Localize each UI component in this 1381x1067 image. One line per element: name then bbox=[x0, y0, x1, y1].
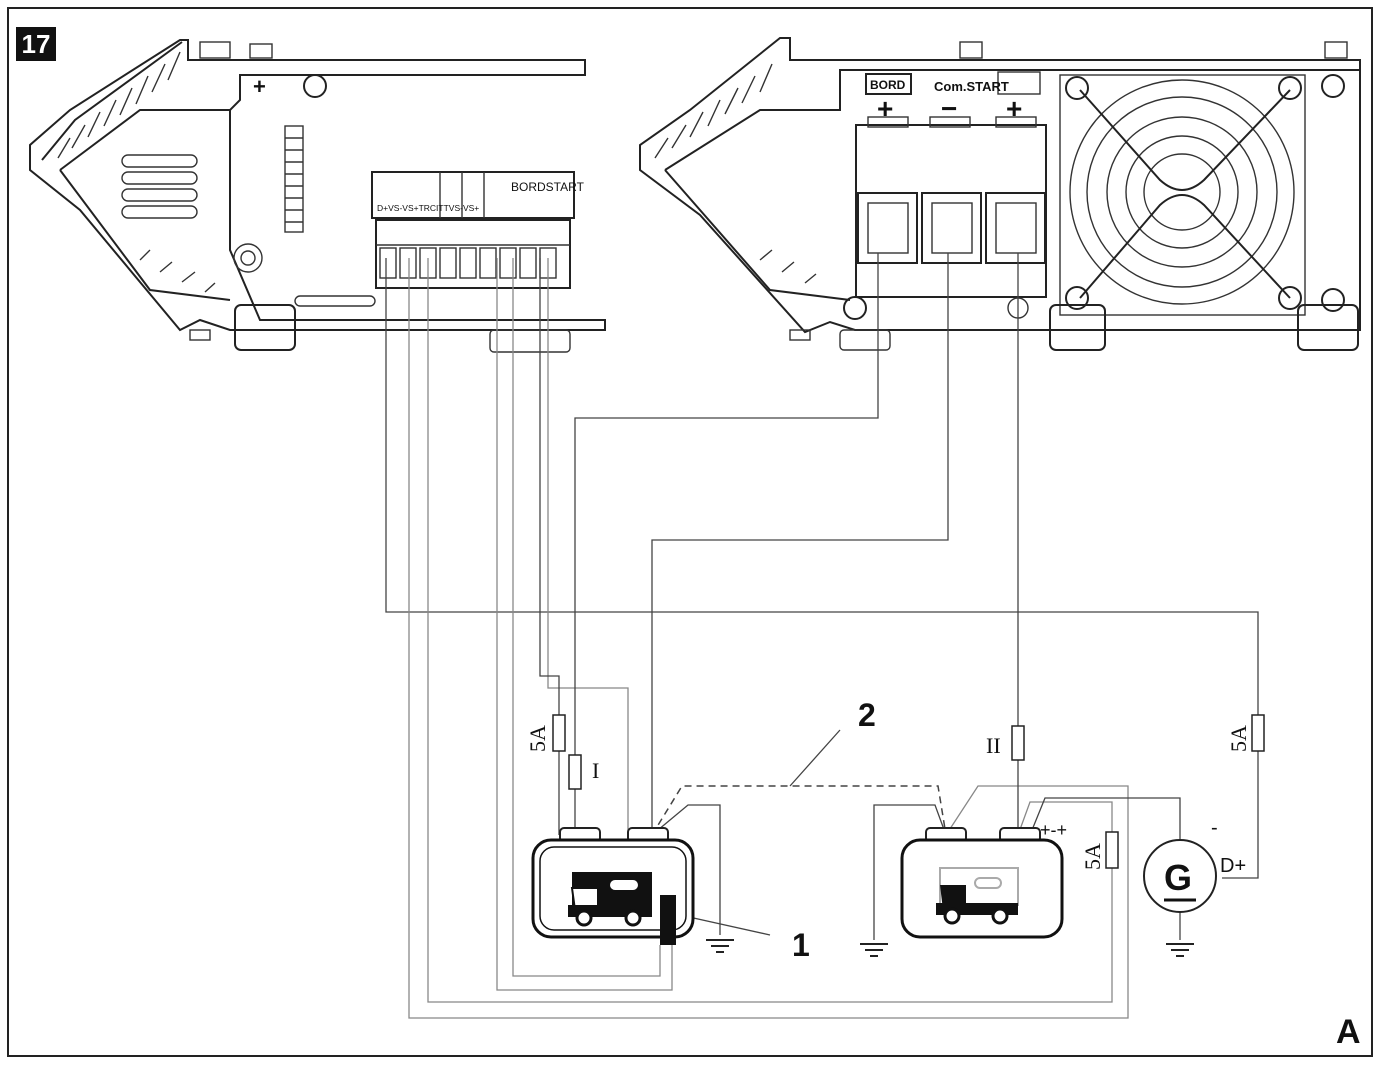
panel-letter: A bbox=[1336, 1013, 1361, 1051]
fuse-i bbox=[568, 754, 582, 790]
fuse-ii bbox=[1011, 725, 1025, 761]
generator-symbol: G bbox=[1164, 857, 1192, 898]
callout-two: 2 bbox=[858, 697, 876, 733]
terminal-plus-bord: + bbox=[877, 93, 893, 124]
bordstart-label: BORDSTART bbox=[511, 180, 585, 194]
fuse-i-label: I bbox=[592, 758, 599, 783]
figure-frame bbox=[7, 7, 1373, 1057]
callout-two-leader bbox=[789, 729, 841, 787]
ground-icon bbox=[860, 943, 888, 957]
generator-dplus: D+ bbox=[1220, 855, 1246, 877]
fuse-mid-label: 5A bbox=[1080, 843, 1105, 870]
figure-number-badge: 17 bbox=[16, 27, 56, 61]
left-plus-sign: + bbox=[253, 74, 266, 99]
ground-icon bbox=[1166, 943, 1194, 957]
fuse-left-5a bbox=[552, 714, 566, 752]
fuses bbox=[552, 714, 1265, 869]
callout-one-leader bbox=[679, 914, 771, 936]
fuse-mid-5a bbox=[1105, 831, 1119, 869]
terminal-plus-start: + bbox=[1006, 93, 1022, 124]
fuse-left-label: 5A bbox=[525, 725, 550, 752]
camper-van-outline-icon bbox=[936, 867, 1019, 925]
callout-one: 1 bbox=[792, 927, 810, 963]
dashed-link bbox=[651, 785, 947, 836]
fuse-right-5a bbox=[1251, 714, 1265, 752]
starter-battery bbox=[900, 827, 1064, 939]
terminal-block bbox=[375, 219, 571, 289]
battery-two-terminal-signs: +-+ bbox=[1040, 820, 1067, 840]
ground-icon bbox=[706, 939, 734, 953]
terminal-labels: D+VS-VS+TRCITTVS-VS+ bbox=[377, 203, 479, 213]
cooling-fan bbox=[1059, 74, 1345, 316]
bord-label: BORD bbox=[870, 78, 906, 92]
wires bbox=[385, 253, 1259, 1019]
right-charger-unit bbox=[639, 37, 1361, 351]
left-charger-unit bbox=[29, 39, 606, 353]
com-start-label: Com.START bbox=[934, 79, 1009, 94]
fuse-right-label: 5A bbox=[1226, 725, 1251, 752]
leisure-battery bbox=[531, 827, 695, 945]
power-terminals bbox=[857, 192, 1046, 264]
camper-van-icon bbox=[568, 872, 652, 927]
ground-symbols bbox=[706, 939, 1194, 957]
terminal-minus: − bbox=[941, 93, 957, 124]
fuse-ii-label: II bbox=[986, 733, 1001, 758]
bord-label-box bbox=[865, 73, 912, 95]
bordstart-header-box bbox=[371, 171, 575, 219]
generator-minus: - bbox=[1211, 817, 1218, 839]
battery-sensor bbox=[660, 895, 676, 945]
generator bbox=[1143, 839, 1217, 913]
